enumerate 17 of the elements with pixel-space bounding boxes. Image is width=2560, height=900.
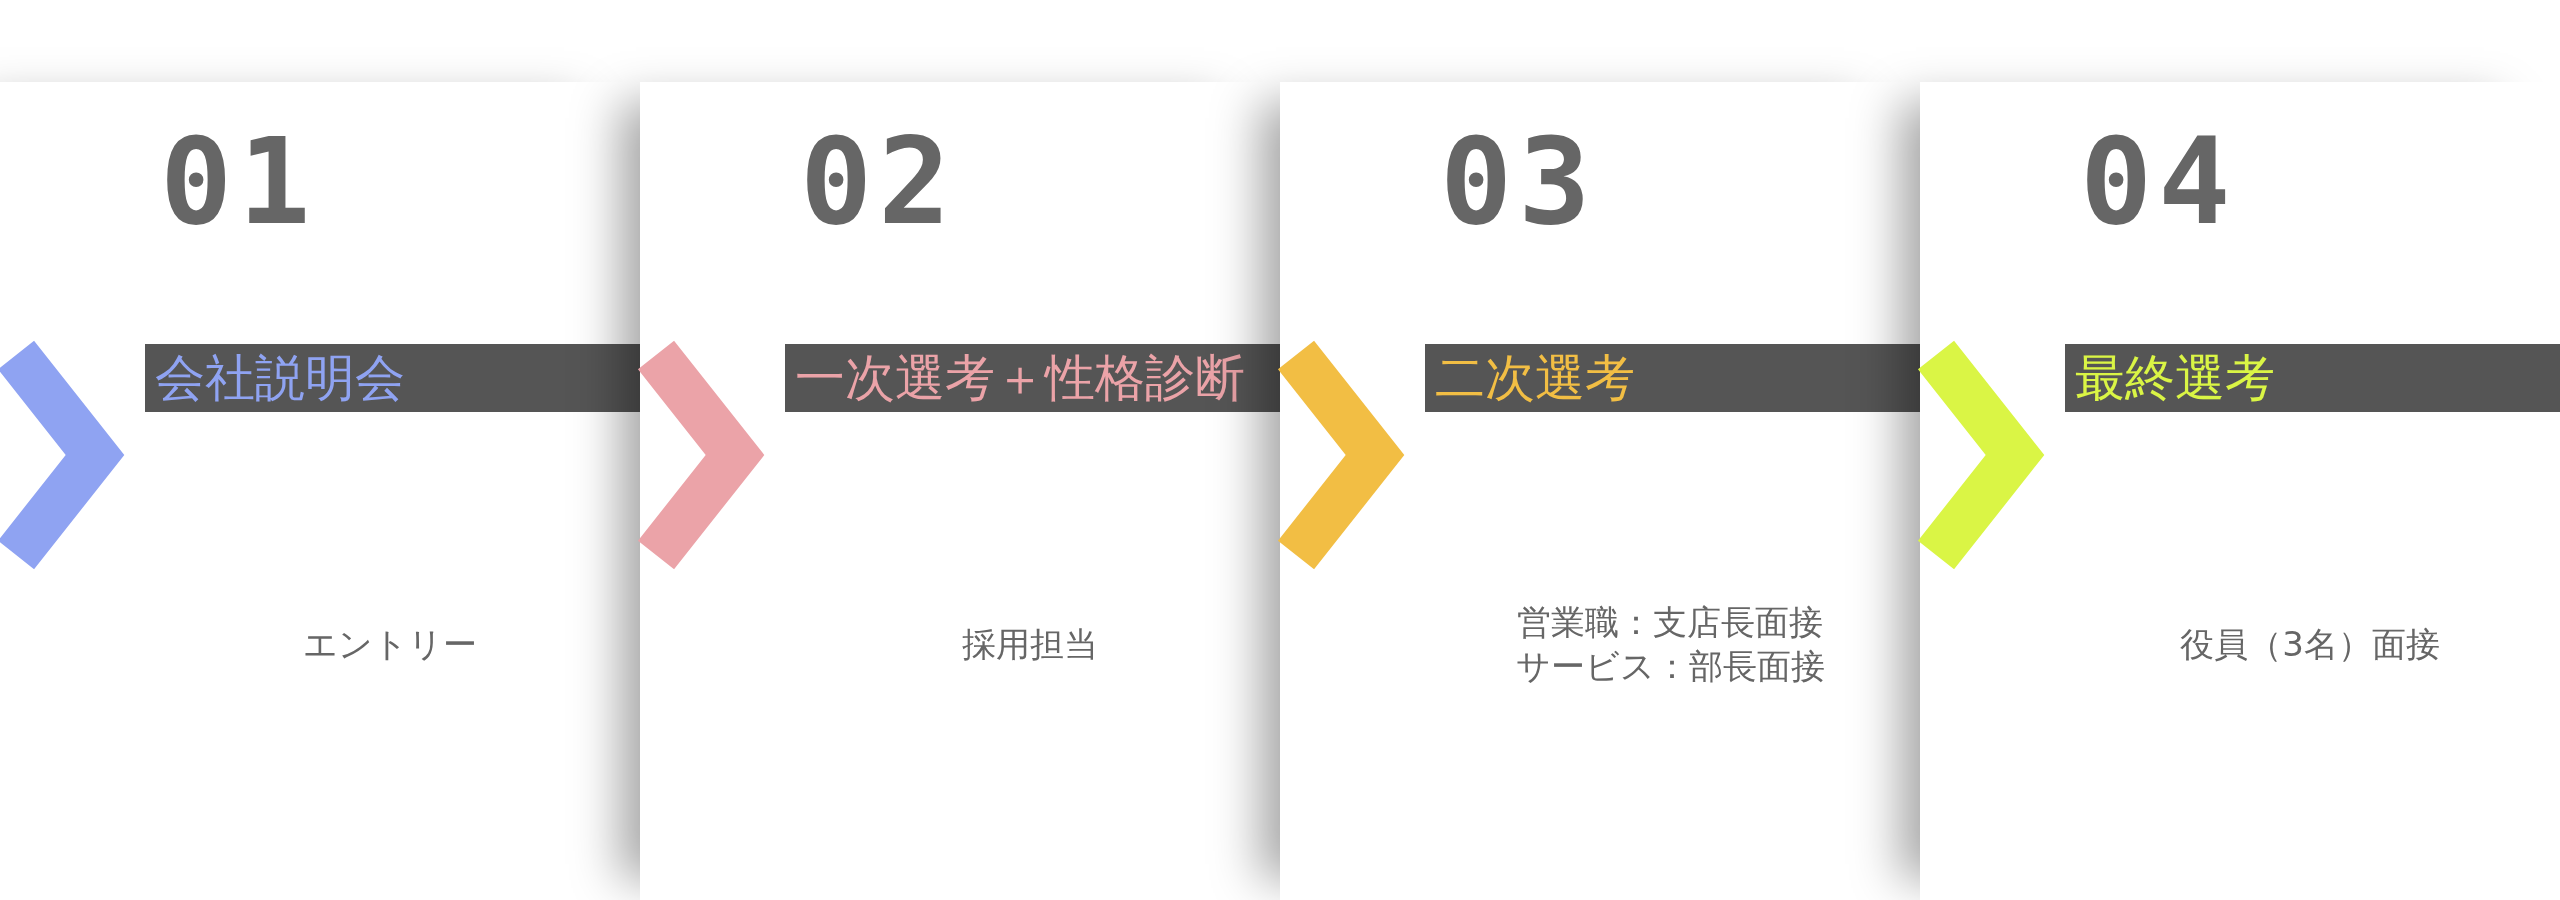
step-title-bar: 二次選考 — [1425, 344, 1920, 412]
step-number: 02 — [800, 122, 957, 242]
step-description: サービス：部長面接 — [1514, 645, 1826, 688]
step-card — [0, 82, 640, 900]
step-description: 採用担当 — [961, 623, 1099, 666]
step-card — [1920, 82, 2560, 900]
step-description: 営業職：支店長面接 — [1516, 601, 1824, 644]
step-number: 01 — [160, 122, 317, 242]
step-description: エントリー — [302, 623, 478, 666]
step-card — [640, 82, 1280, 900]
step-title-bar: 会社説明会 — [145, 344, 640, 412]
step-description: 役員（3名）面接 — [2179, 623, 2441, 666]
step-card — [1280, 82, 1920, 900]
step-title-bar: 一次選考＋性格診断 — [785, 344, 1280, 412]
step-number: 03 — [1440, 122, 1597, 242]
step-number: 04 — [2080, 122, 2237, 242]
step-title-bar: 最終選考 — [2065, 344, 2560, 412]
